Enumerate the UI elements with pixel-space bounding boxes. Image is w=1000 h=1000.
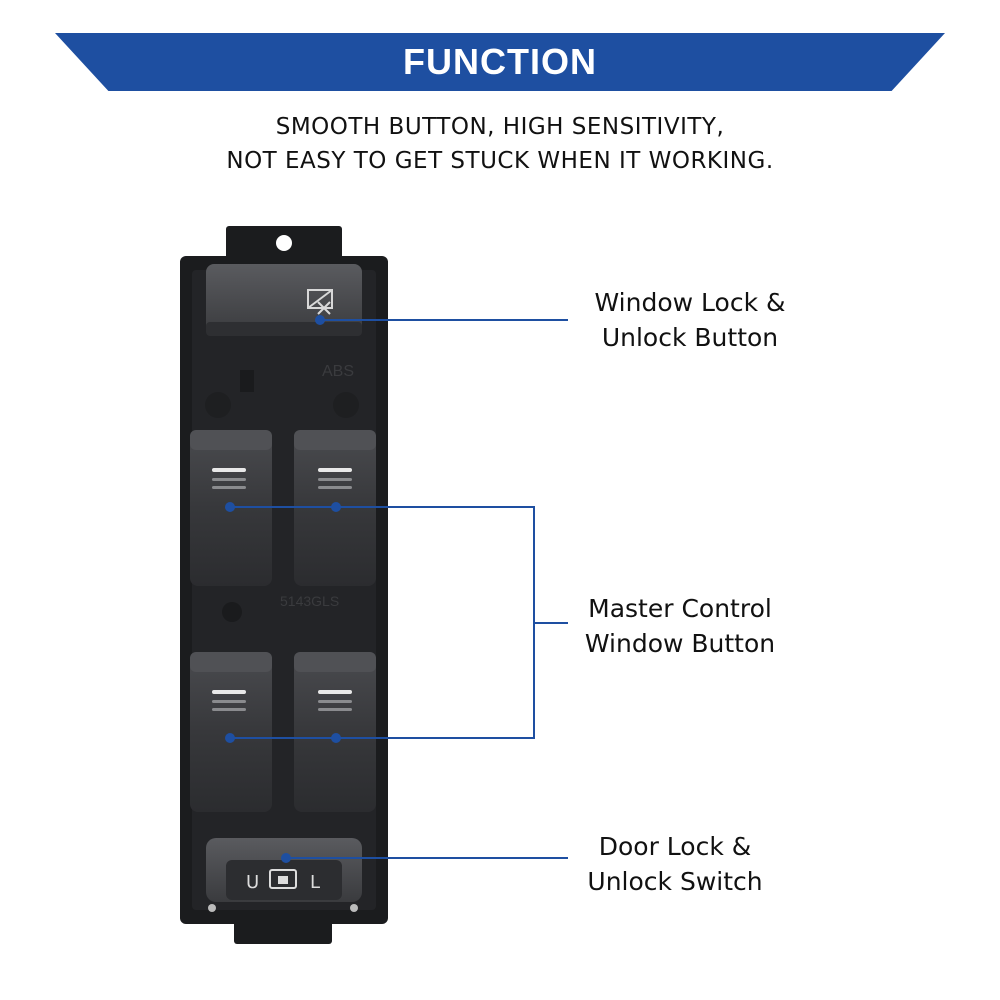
callout-leader-lines bbox=[230, 319, 568, 859]
part-number-marking: 5143GLS bbox=[280, 593, 339, 609]
window-lock-button[interactable] bbox=[206, 264, 362, 336]
callout-window-lock: Window Lock & Unlock Button bbox=[580, 285, 800, 355]
callout-master-control-line1: Master Control bbox=[588, 594, 772, 623]
callout-door-lock-line1: Door Lock & bbox=[598, 832, 752, 861]
callout-dots bbox=[225, 315, 341, 863]
header-banner: FUNCTION bbox=[55, 33, 945, 91]
callout-door-lock-line2: Unlock Switch bbox=[587, 867, 763, 896]
callout-master-control-line2: Window Button bbox=[584, 629, 776, 658]
subtitle-line-1: SMOOTH BUTTON, HIGH SENSITIVITY, bbox=[275, 114, 725, 140]
subtitle-line-2: NOT EASY TO GET STUCK WHEN IT WORKING. bbox=[226, 148, 774, 174]
callout-window-lock-line2: Unlock Button bbox=[601, 323, 779, 352]
window-lock-icon bbox=[307, 289, 333, 315]
callout-window-lock-line1: Window Lock & bbox=[594, 288, 786, 317]
callout-master-control: Master Control Window Button bbox=[570, 591, 790, 661]
abs-marking: ABS bbox=[322, 363, 354, 380]
embossed-markings: ABS 5143GLS bbox=[280, 363, 354, 609]
unlock-label: U bbox=[246, 872, 259, 893]
window-button-rear-left[interactable] bbox=[190, 652, 272, 812]
callout-door-lock: Door Lock & Unlock Switch bbox=[570, 829, 780, 899]
page-title: FUNCTION bbox=[403, 41, 597, 82]
window-button-rear-right[interactable] bbox=[294, 652, 376, 812]
door-lock-icon bbox=[269, 869, 297, 889]
door-lock-switch[interactable]: U L bbox=[206, 838, 362, 912]
lock-label: L bbox=[310, 872, 320, 893]
